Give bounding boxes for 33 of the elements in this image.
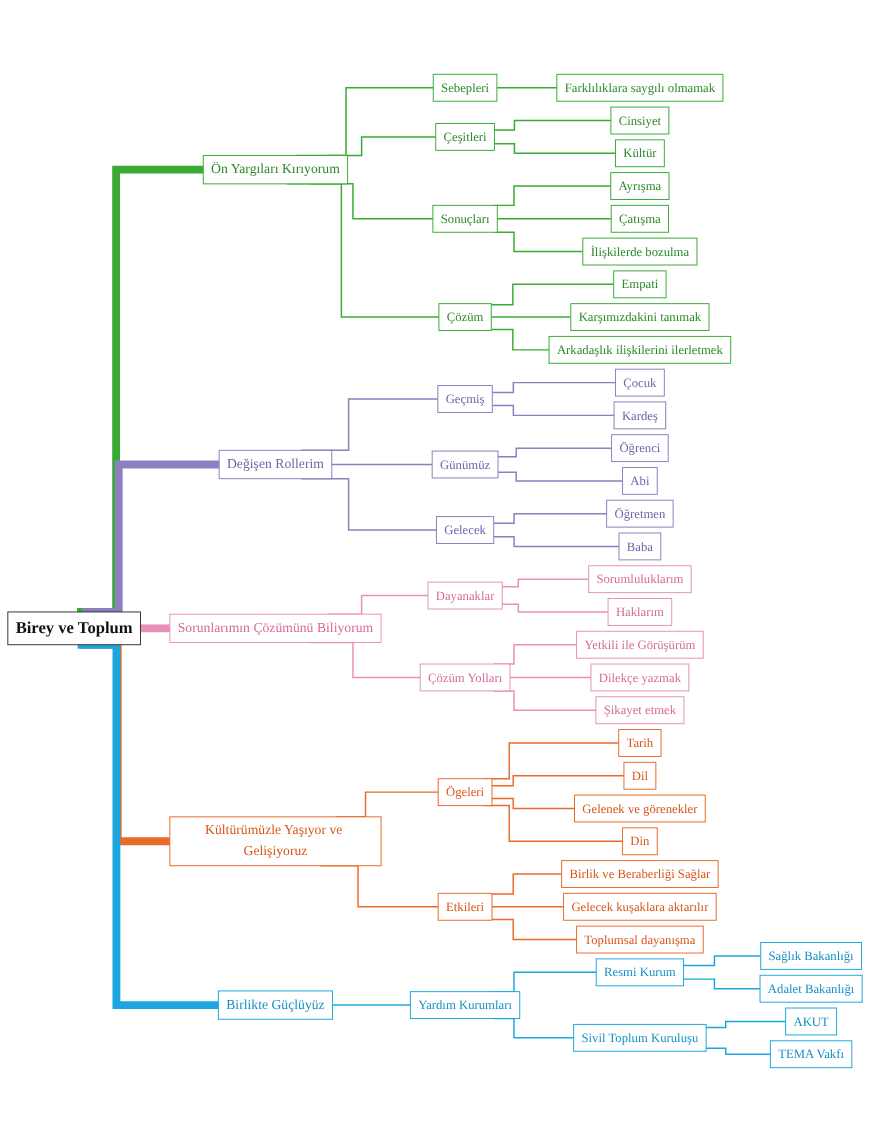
connector [493,512,608,524]
connector [682,978,761,990]
connector [493,536,620,548]
connector [705,1020,787,1029]
connector [82,460,220,616]
connector [492,185,612,207]
connector [509,676,592,679]
connector [493,119,612,131]
connector [331,463,433,466]
connector [497,471,624,482]
connector [491,906,565,908]
connector [77,165,204,616]
connector [493,143,617,155]
connector [491,797,576,810]
connector [331,1004,412,1006]
connector [501,603,609,613]
connector [705,1047,772,1055]
connector [490,283,615,306]
connector [490,316,572,318]
connector [491,404,615,417]
connector [490,328,550,351]
connector [496,218,612,220]
connector [491,775,625,787]
connector [491,381,617,394]
connector [491,873,563,895]
connector [682,955,762,967]
connector [492,231,584,253]
connector [140,624,170,633]
connector [501,578,590,588]
connector [497,447,613,458]
connector [496,87,558,89]
connector [491,918,578,941]
node-box: Birey ve Toplum [7,611,141,646]
